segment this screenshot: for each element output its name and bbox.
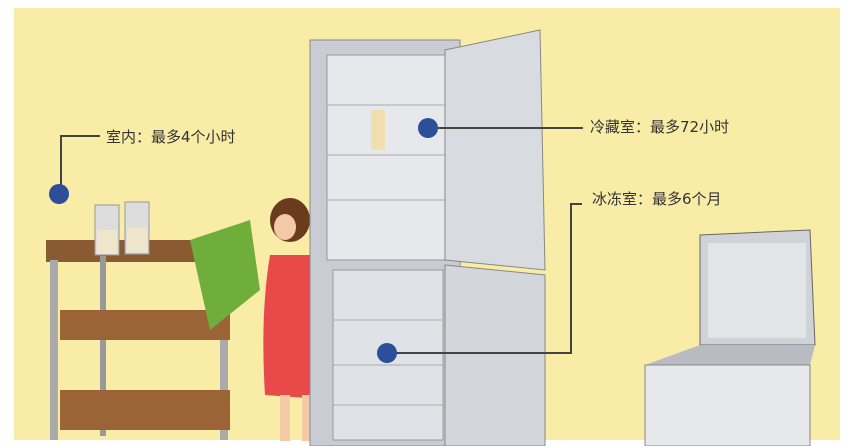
room-label: 室内：最多4个小时: [106, 128, 236, 146]
freezer-pointer-line: [570, 203, 582, 205]
wooden-cart-illustration: [46, 201, 260, 440]
room-pointer-line: [60, 135, 62, 185]
freezer-marker: [377, 343, 397, 363]
freezer-label: 冰冻室：最多6个月: [592, 190, 722, 208]
chest-freezer-illustration: [644, 229, 816, 446]
fridge-pointer-line: [438, 127, 583, 129]
freezer-pointer-line: [570, 203, 572, 353]
fridge-marker: [418, 118, 438, 138]
room-marker: [49, 184, 69, 204]
freezer-pointer-line: [396, 352, 572, 354]
room-pointer-line: [60, 135, 100, 137]
fridge-label: 冷藏室：最多72小时: [590, 118, 730, 136]
refrigerator-illustration: [309, 29, 546, 446]
